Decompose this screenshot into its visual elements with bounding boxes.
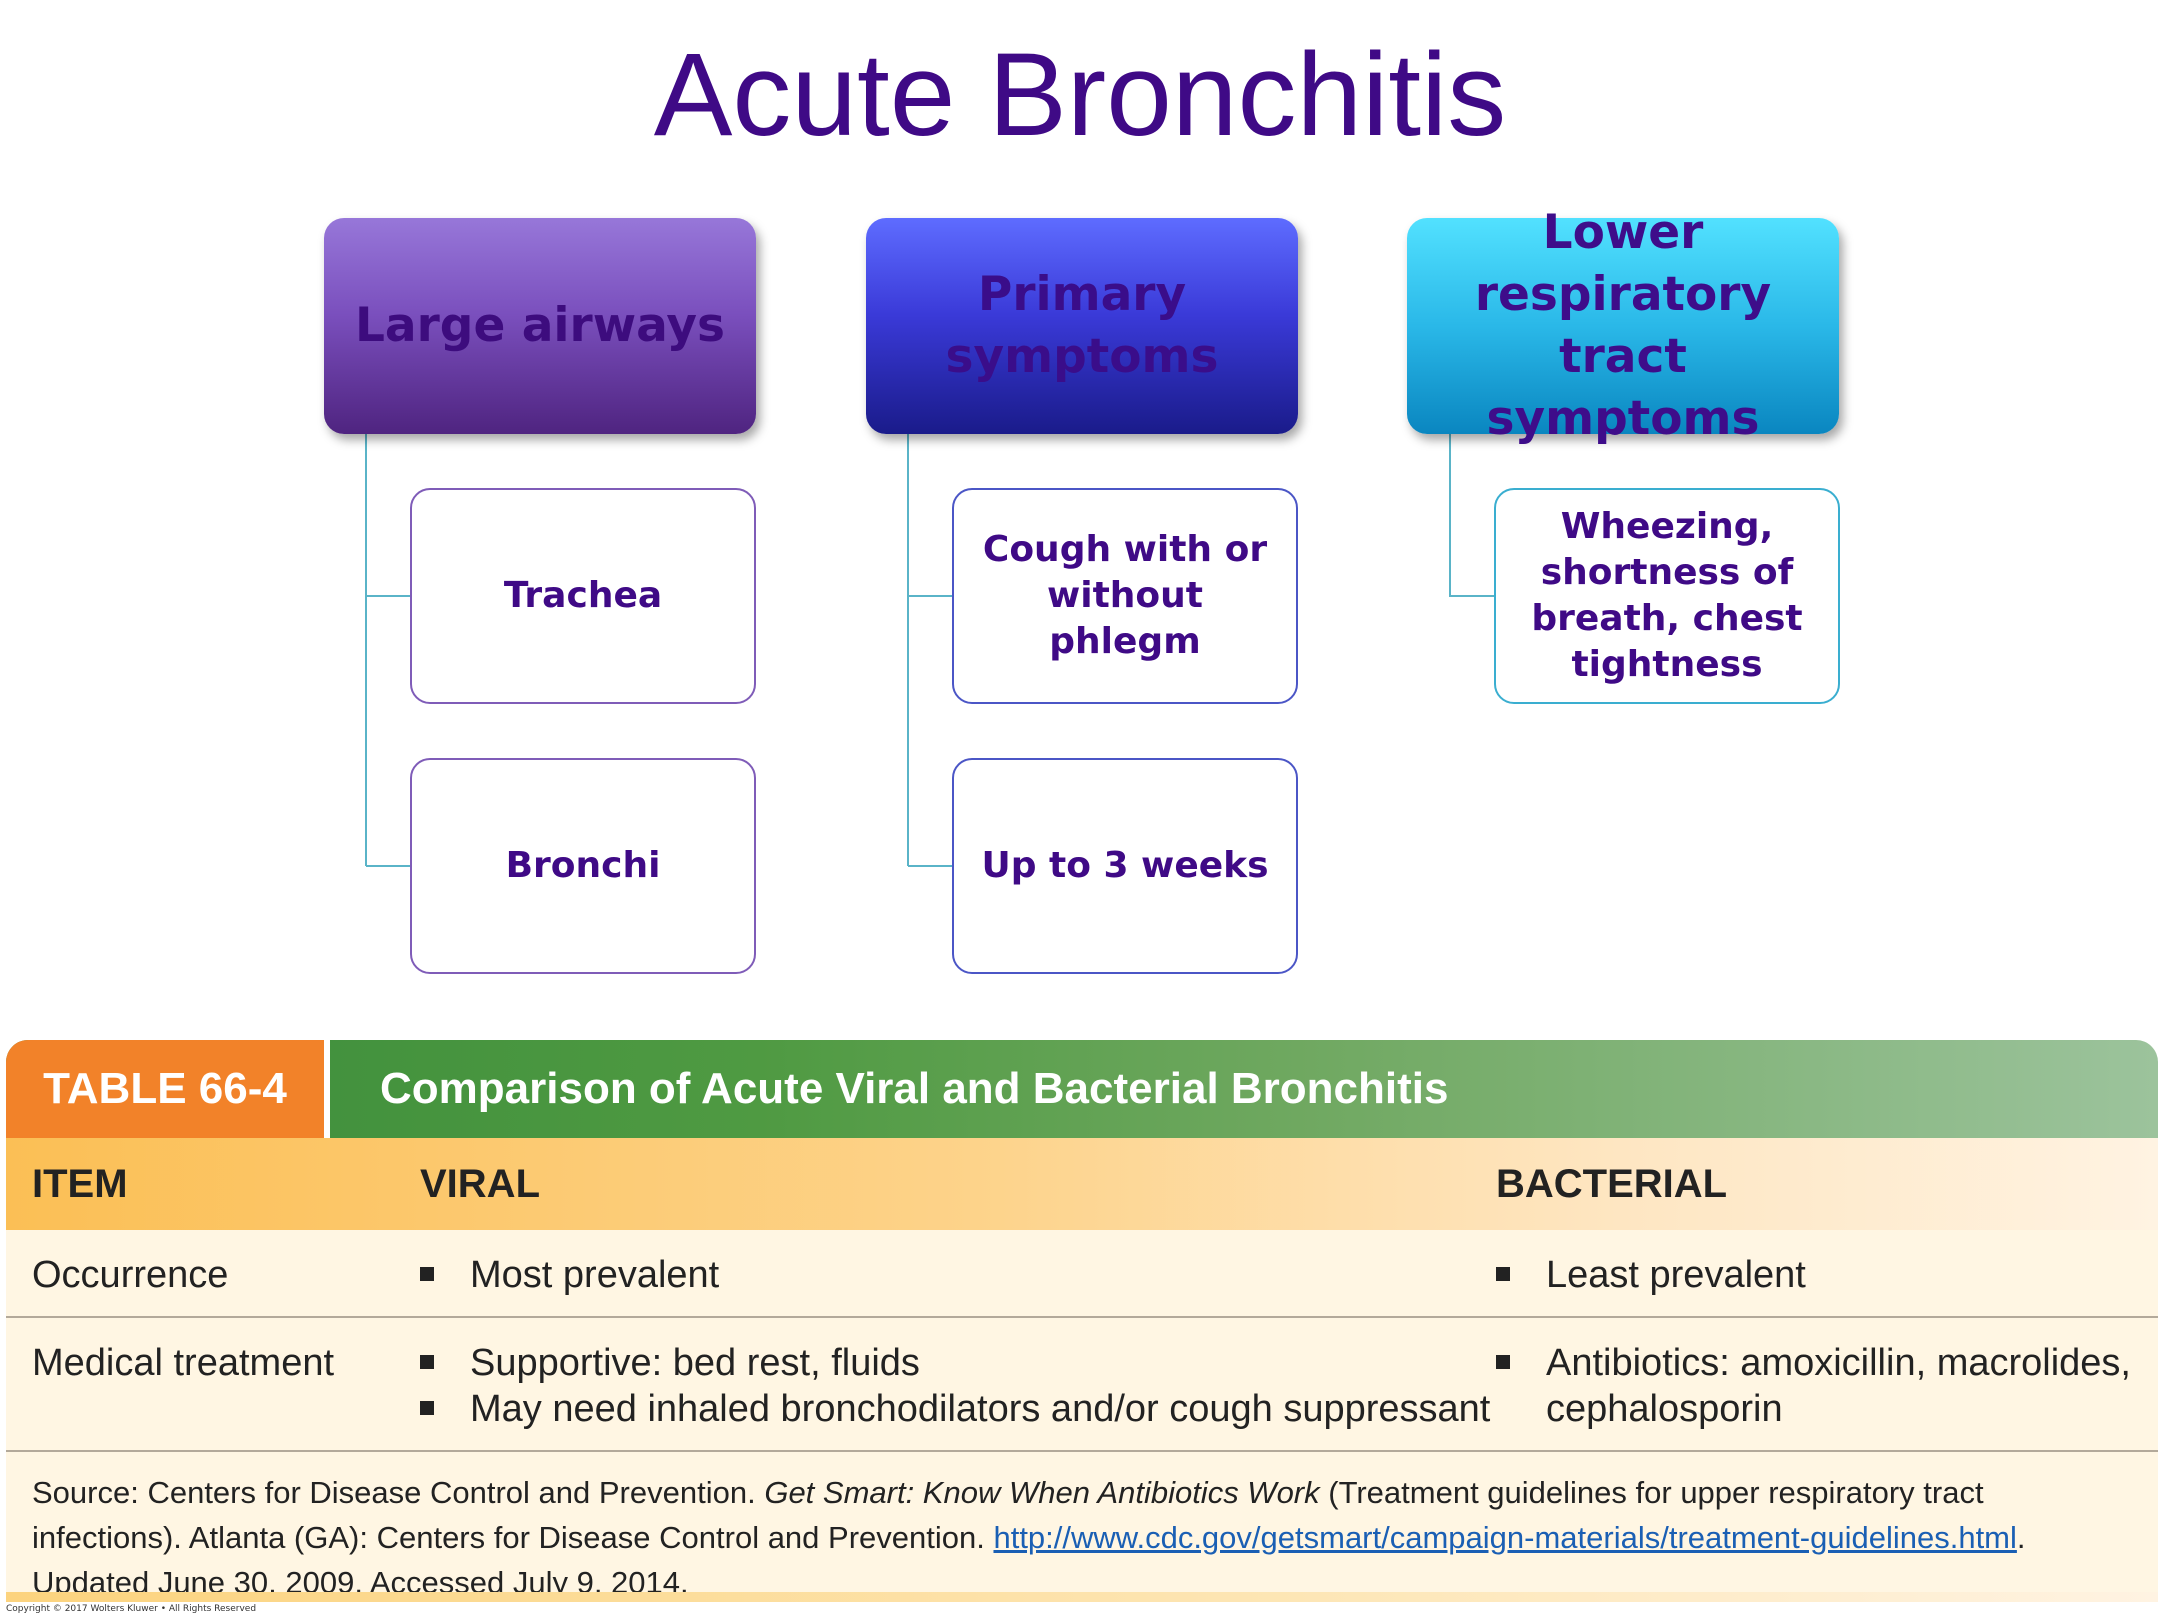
table-row-occurrence-viral: Most prevalent xyxy=(420,1252,719,1298)
connector-primary xyxy=(907,434,952,867)
table-number-tag: TABLE 66-4 xyxy=(6,1040,324,1138)
copyright-notice: Copyright © 2017 Wolters Kluwer • All Ri… xyxy=(6,1604,257,1614)
bullet-icon xyxy=(420,1400,434,1415)
column-header-row: ITEM VIRAL BACTERIAL xyxy=(6,1138,2158,1230)
slide-title: Acute Bronchitis xyxy=(653,29,1507,161)
source-prefix: Source: Centers for Disease Control and … xyxy=(32,1475,765,1510)
column-header-item: ITEM xyxy=(32,1162,128,1206)
viral-treatment-text-1: Supportive: bed rest, fluids xyxy=(470,1342,920,1384)
column-header-viral: VIRAL xyxy=(420,1162,540,1206)
bullet-icon xyxy=(420,1354,434,1369)
table-row-treatment-bacterial: Antibiotics: amoxicillin, macrolides, ce… xyxy=(1496,1340,2160,1432)
heading-large-airways: Large airways xyxy=(324,218,756,434)
row-divider xyxy=(6,1450,2158,1452)
viral-occurrence-text: Most prevalent xyxy=(470,1254,720,1296)
row-divider xyxy=(6,1316,2158,1318)
table-row-occurrence-item: Occurrence xyxy=(32,1254,229,1296)
table-row-treatment-viral-2: May need inhaled bronchodilators and/or … xyxy=(420,1386,1490,1432)
table-header-band: TABLE 66-4 Comparison of Acute Viral and… xyxy=(6,1040,2158,1138)
source-title: Get Smart: Know When Antibiotics Work xyxy=(764,1475,1320,1510)
item-trachea: Trachea xyxy=(410,488,756,704)
table-row-occurrence-bacterial: Least prevalent xyxy=(1496,1252,1806,1298)
bullet-icon xyxy=(1496,1266,1510,1281)
bacterial-treatment-text: Antibiotics: amoxicillin, macrolides, ce… xyxy=(1546,1342,2131,1430)
table-row-treatment-viral-1: Supportive: bed rest, fluids xyxy=(420,1340,920,1386)
connector-airways xyxy=(365,434,410,867)
connector-lower xyxy=(1449,434,1494,597)
item-wheezing: Wheezing, shortness of breath, chest tig… xyxy=(1494,488,1840,704)
bacterial-occurrence-text: Least prevalent xyxy=(1546,1254,1806,1296)
table-title: Comparison of Acute Viral and Bacterial … xyxy=(380,1064,1449,1113)
table-row-treatment-item: Medical treatment xyxy=(32,1342,335,1384)
bullet-icon xyxy=(420,1266,434,1281)
hierarchy-connectors xyxy=(365,434,1494,867)
heading-lower-respiratory: Lower respiratory tract symptoms xyxy=(1407,205,1839,446)
item-cough: Cough with or without phlegm xyxy=(952,488,1298,704)
item-bronchi: Bronchi xyxy=(410,758,756,974)
comparison-table: ITEM VIRAL BACTERIAL Occurrence Most pre… xyxy=(6,1138,2158,1600)
viral-treatment-text-2: May need inhaled bronchodilators and/or … xyxy=(470,1388,1491,1430)
table-bottom-band xyxy=(6,1592,2158,1602)
item-duration: Up to 3 weeks xyxy=(952,758,1298,974)
table-source-note: Source: Centers for Disease Control and … xyxy=(32,1470,2132,1605)
source-link[interactable]: http://www.cdc.gov/getsmart/campaign-mat… xyxy=(993,1520,2017,1555)
column-header-bacterial: BACTERIAL xyxy=(1496,1162,1728,1206)
heading-primary-symptoms: Primary symptoms xyxy=(866,218,1298,434)
source-middle: (Treatment guidelines for upper respirat… xyxy=(32,1475,1984,1555)
bullet-icon xyxy=(1496,1354,1510,1369)
tag-divider xyxy=(324,1040,330,1138)
